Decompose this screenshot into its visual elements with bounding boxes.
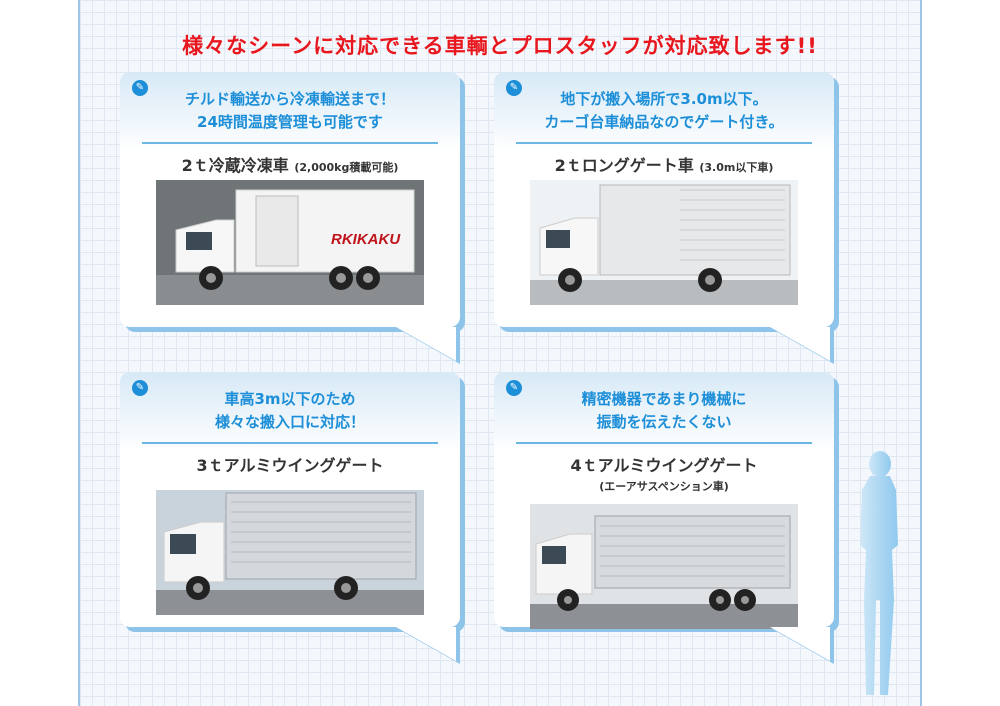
card-lead-line: 地下が搬入場所で3.0m以下。 [560,90,768,108]
vehicle-model: 4ｔアルミウイングゲート [494,452,834,476]
speech-tail [396,327,456,361]
speech-tail [770,327,830,361]
vehicle-model-name: 2ｔ冷蔵冷凍車 [181,156,289,175]
truck-photo: RKIKAKU [156,180,424,305]
vehicle-card-3t-wing: ✎ 車高3m以下のため 様々な搬入口に対応！ 3ｔアルミウイングゲート [120,372,460,627]
vehicle-model-note: (エーアサスペンション車) [599,480,729,493]
card-lead-line: 24時間温度管理も可能です [197,113,383,131]
vehicle-model-name: 2ｔロングゲート車 [554,156,694,175]
vehicle-model-name: 4ｔアルミウイングゲート [570,456,758,475]
card-lead-line: 振動を伝えたくない [596,413,732,431]
card-lead: 精密機器であまり機械に 振動を伝えたくない [494,388,834,434]
truck-photo [530,504,798,629]
vehicle-model-note: (3.0m以下車) [699,161,774,174]
vehicle-card-refrigerated: ✎ チルド輸送から冷凍輸送まで！ 24時間温度管理も可能です 2ｔ冷蔵冷凍車 (… [120,72,460,327]
card-lead: 車高3m以下のため 様々な搬入口に対応！ [120,388,460,434]
pencil-icon: ✎ [132,380,148,396]
divider [142,442,438,444]
vehicle-model: 2ｔ冷蔵冷凍車 (2,000kg積載可能) [120,152,460,176]
card-lead: チルド輸送から冷凍輸送まで！ 24時間温度管理も可能です [120,88,460,134]
speech-tail [770,627,830,661]
speech-tail [396,627,456,661]
headline: 様々なシーンに対応できる車輌とプロスタッフが対応致します!! [182,34,818,58]
woman-silhouette-illustration [860,451,898,695]
truck-logo: RKIKAKU [331,231,401,248]
divider [142,142,438,144]
card-lead: 地下が搬入場所で3.0m以下。 カーゴ台車納品なのでゲート付き。 [494,88,834,134]
vehicle-model: 3ｔアルミウイングゲート [120,452,460,476]
vehicle-model-note: (2,000kg積載可能) [294,161,399,174]
card-lead-line: チルド輸送から冷凍輸送まで！ [184,90,395,108]
vehicle-card-4t-wing: ✎ 精密機器であまり機械に 振動を伝えたくない 4ｔアルミウイングゲート (エー… [494,372,834,629]
vehicle-card-long-gate: ✎ 地下が搬入場所で3.0m以下。 カーゴ台車納品なのでゲート付き。 2ｔロング… [494,72,834,327]
card-lead-line: 精密機器であまり機械に [581,390,747,408]
card-lead-line: 車高3m以下のため [224,390,356,408]
vehicle-model-name: 3ｔアルミウイングゲート [196,456,384,475]
card-lead-line: カーゴ台車納品なのでゲート付き。 [544,113,784,131]
pencil-icon: ✎ [506,380,522,396]
truck-photo [156,490,424,615]
divider [516,142,812,144]
vehicle-model: 2ｔロングゲート車 (3.0m以下車) [494,152,834,176]
truck-photo [530,180,798,305]
pencil-icon: ✎ [132,80,148,96]
card-lead-line: 様々な搬入口に対応！ [214,413,365,431]
divider [516,442,812,444]
pencil-icon: ✎ [506,80,522,96]
